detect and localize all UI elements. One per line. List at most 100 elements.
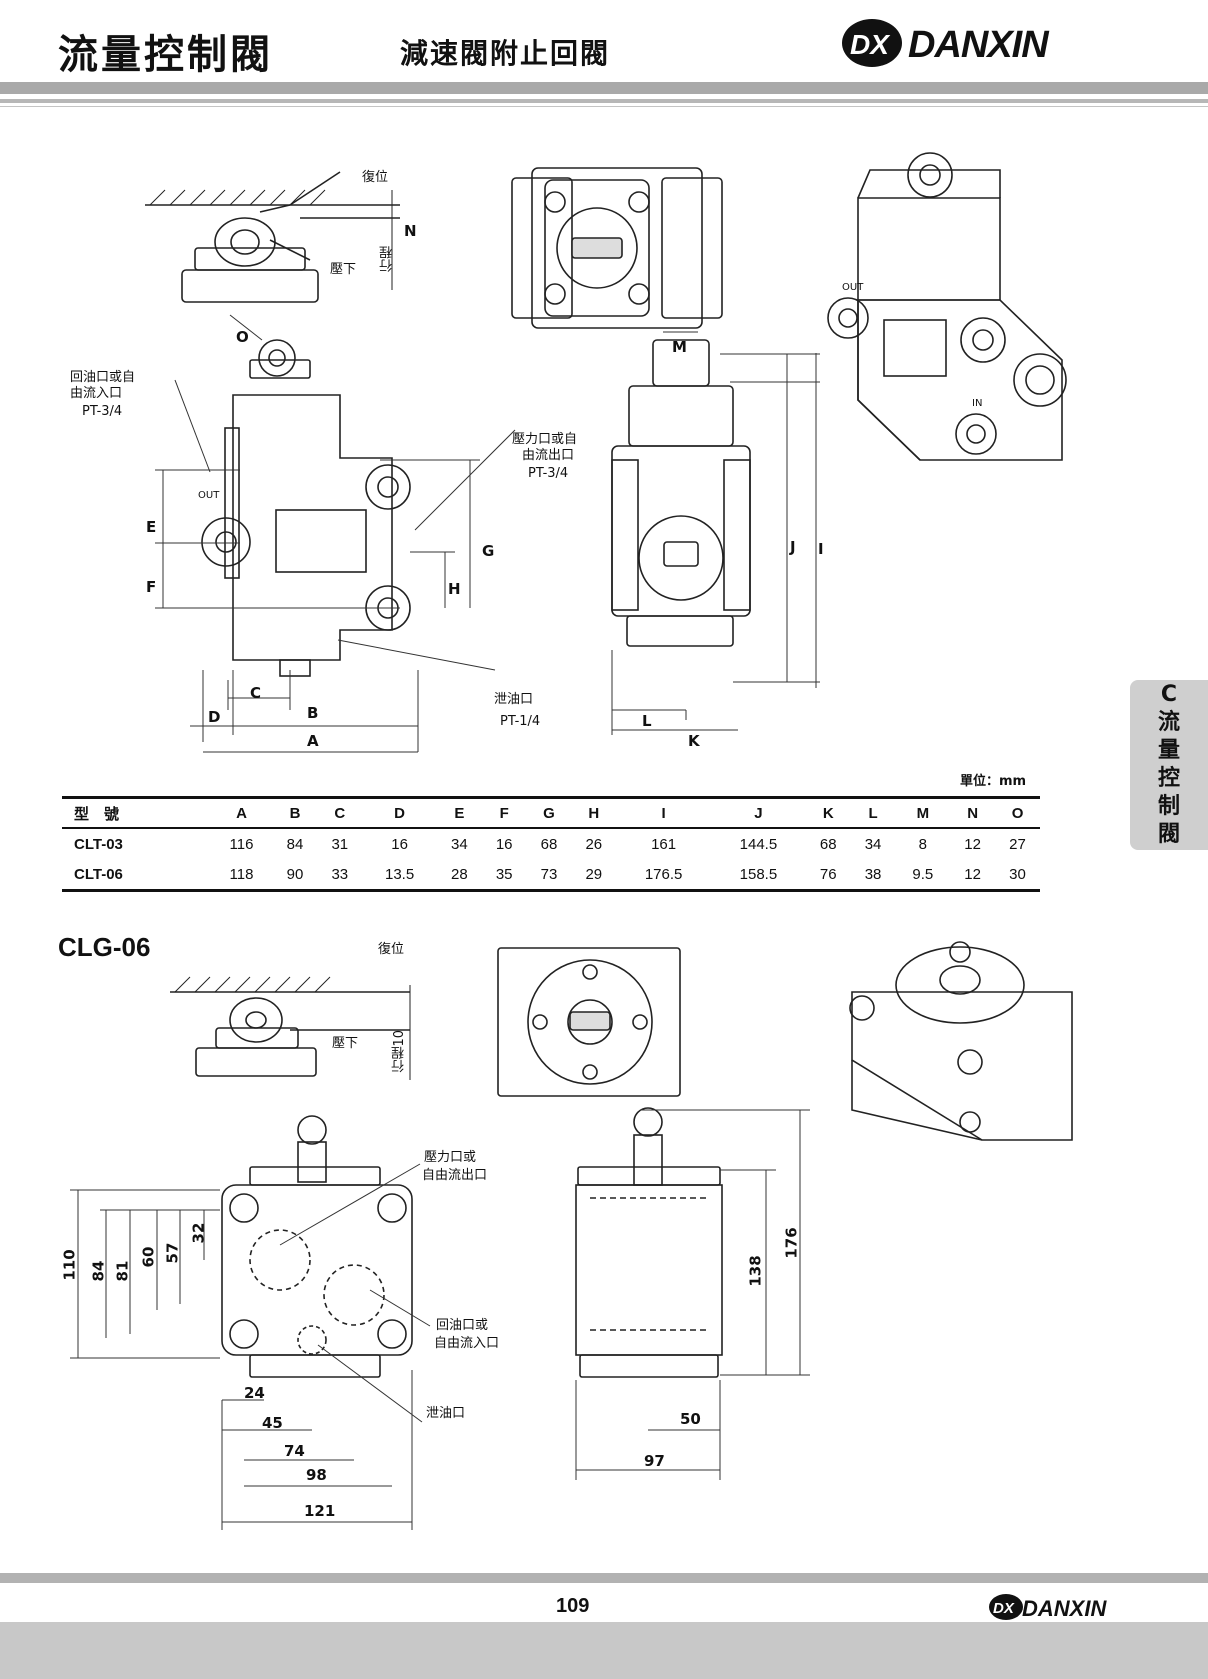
table-cell: 26 xyxy=(585,835,603,853)
clg-front-roller xyxy=(297,1115,327,1145)
dim-50: 50 xyxy=(680,1410,701,1428)
reset-label: 復位 xyxy=(362,170,389,185)
dim-k: K xyxy=(688,732,700,750)
press-label: 壓下 xyxy=(330,262,357,277)
brand-name: DANXIN xyxy=(908,24,1049,66)
footer-band xyxy=(0,1622,1208,1679)
column-header: D xyxy=(362,796,437,829)
drain-port-thread: PT-1/4 xyxy=(500,714,541,729)
column-header: J xyxy=(711,796,806,829)
clg-front-body xyxy=(221,1184,413,1356)
return-port-thread: PT-3/4 xyxy=(82,404,123,419)
side-tab-char: 流 xyxy=(1157,710,1180,735)
clg-model-title: CLG-06 xyxy=(58,932,151,962)
clg-top-view xyxy=(497,947,681,1097)
column-header: H xyxy=(571,796,617,829)
column-header: F xyxy=(481,796,527,829)
dim-m: M xyxy=(672,338,687,356)
column-header: M xyxy=(895,796,951,829)
dim-32: 32 xyxy=(189,1222,208,1244)
drain-port-label: 泄油口 xyxy=(494,692,534,707)
side-tab-char: 量 xyxy=(1157,738,1180,763)
table-cell: 38 xyxy=(850,859,896,892)
port-out xyxy=(201,517,251,567)
clg-reset-label: 復位 xyxy=(378,942,405,957)
iso-in-marking: IN xyxy=(972,398,983,409)
clg-drawing xyxy=(70,941,1073,1530)
top-view-body xyxy=(511,177,573,319)
dim-84: 84 xyxy=(89,1260,108,1282)
dim-n: N xyxy=(404,222,417,240)
dim-45: 45 xyxy=(262,1414,283,1432)
clg-stroke-label: 行程10 xyxy=(392,1030,407,1073)
dim-81: 81 xyxy=(113,1260,132,1282)
return-port-label-line1: 回油口或自 xyxy=(70,370,136,385)
danxin-logo-icon: DX xyxy=(842,19,902,67)
column-header: L xyxy=(850,796,896,829)
table-cell: 35 xyxy=(481,859,527,892)
roller xyxy=(214,217,276,267)
column-header: O xyxy=(995,796,1040,829)
dim-f: F xyxy=(146,578,157,596)
table-cell: 73 xyxy=(526,859,572,892)
dim-60: 60 xyxy=(139,1246,158,1268)
header-divider xyxy=(0,82,1208,94)
clg-iso-body xyxy=(851,991,1073,1141)
table-cell: 68 xyxy=(819,835,837,853)
front-roller xyxy=(258,339,296,377)
table-cell: 34 xyxy=(451,835,468,853)
dim-74: 74 xyxy=(284,1442,305,1460)
table-header-row: 型 號 A B C D E F G H I J K L M N O xyxy=(62,796,1040,829)
table-cell: 176.5 xyxy=(616,859,712,892)
dim-121: 121 xyxy=(304,1502,336,1520)
dim-a: A xyxy=(307,732,319,750)
dim-l: L xyxy=(642,712,652,730)
dim-176: 176 xyxy=(782,1227,801,1259)
pressure-port-label-line2: 由流出口 xyxy=(522,448,575,463)
clg-return-label-line2: 自由流入口 xyxy=(434,1336,500,1351)
dim-h: H xyxy=(448,580,461,598)
dim-e: E xyxy=(146,518,157,536)
footer-divider xyxy=(0,1573,1208,1583)
header-divider-line xyxy=(0,106,1208,107)
column-header: B xyxy=(272,796,318,829)
table-cell: CLT-06 xyxy=(62,859,211,892)
footer-logo-icon: DX xyxy=(989,1594,1023,1620)
table-cell: 9.5 xyxy=(895,859,951,892)
table-cell: 16 xyxy=(391,835,408,853)
header-divider-thin xyxy=(0,99,1208,103)
clg-press-label: 壓下 xyxy=(332,1036,359,1051)
table-cell: 29 xyxy=(571,859,617,892)
dim-j: J xyxy=(790,538,796,556)
side-tab-char: 控 xyxy=(1157,766,1180,791)
table-cell: 8 xyxy=(918,835,928,853)
side-tab-char: 閥 xyxy=(1157,822,1180,847)
table-cell: 34 xyxy=(864,835,882,853)
table-cell: 33 xyxy=(317,859,363,892)
unit-label: 單位：mm xyxy=(960,774,1027,789)
column-header: A xyxy=(210,796,273,829)
pressure-port-label-line1: 壓力口或自 xyxy=(512,432,578,447)
table-cell: 13.5 xyxy=(362,859,437,892)
table-cell: 31 xyxy=(331,835,349,853)
table-cell: 16 xyxy=(495,835,513,853)
table-cell: 12 xyxy=(950,859,996,892)
page-number: 109 xyxy=(556,1595,590,1617)
dim-g: G xyxy=(482,542,495,560)
table-cell: 90 xyxy=(272,859,318,892)
table-row: CLT-03 116 84 31 16 34 16 68 26 161 144.… xyxy=(62,828,1040,859)
iso-roller xyxy=(907,152,953,198)
side-tab-char: C xyxy=(1160,682,1178,707)
table-row: CLT-06 118 90 33 13.5 28 35 73 29 176.5 … xyxy=(62,859,1040,892)
table-cell: 68 xyxy=(540,835,558,853)
footer-brand: DANXIN xyxy=(1022,1596,1107,1621)
iso-out-marking: OUT xyxy=(842,282,864,293)
table-cell: 158.5 xyxy=(711,859,806,892)
dim-57: 57 xyxy=(163,1242,182,1264)
pressure-port-thread: PT-3/4 xyxy=(528,466,569,481)
clg-drain-label: 泄油口 xyxy=(426,1406,466,1421)
section-side-tab: C 流 量 控 制 閥 xyxy=(1130,680,1208,850)
clg-return-label-line1: 回油口或 xyxy=(436,1318,489,1333)
table-cell: 84 xyxy=(286,835,304,853)
table-cell: 28 xyxy=(437,859,482,892)
